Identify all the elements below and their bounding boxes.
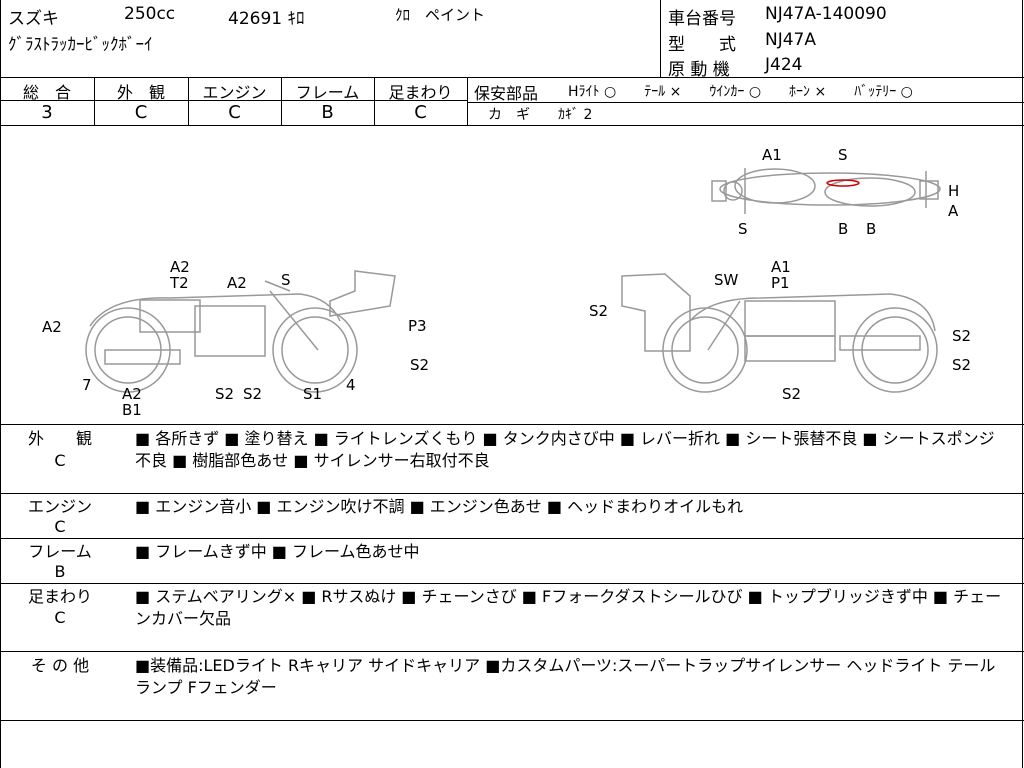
safety-label: 保安部品 — [474, 84, 539, 103]
left-label-s1: S1 — [303, 385, 322, 403]
left-label-s2-3: S2 — [243, 385, 262, 403]
safety-row-2: カ ギ ｶｷﾞ 2 — [488, 107, 593, 123]
left-label-a2-2: A2 — [227, 274, 247, 292]
grade-head-frame: フレーム — [295, 83, 360, 102]
section-exterior-grade: C — [54, 451, 66, 470]
grade-col-1 — [94, 77, 95, 125]
left-label-a2-4: A2 — [122, 385, 142, 403]
grade-head-overall: 総 合 — [22, 83, 71, 102]
section-exterior-text: ■ 各所きず ■ 塗り替え ■ ライトレンズくもり ■ タンク内さび中 ■ レバ… — [135, 429, 995, 470]
divider-safety — [468, 102, 1024, 103]
grade-head-suspension: 足まわり — [388, 83, 453, 102]
bike-top-view — [711, 168, 941, 214]
divider-diagram — [0, 424, 1024, 425]
displacement: 250cc — [124, 4, 176, 24]
left-label-4: 4 — [346, 376, 356, 394]
right-label-p1: P1 — [771, 274, 790, 292]
divider-sec3 — [0, 583, 1024, 584]
section-other-text: ■装備品:LEDライト Rキャリア サイドキャリア ■カスタムパーツ:スーパート… — [135, 656, 996, 697]
divider-sec5 — [0, 720, 1024, 721]
right-label-s2-3: S2 — [952, 356, 971, 374]
grade-suspension: C — [414, 102, 427, 123]
section-engine-text: ■ エンジン音小 ■ エンジン吹け不調 ■ エンジン色あせ ■ ヘッドまわりオイ… — [135, 497, 744, 516]
grade-engine: C — [228, 102, 241, 123]
left-label-s2-2: S2 — [215, 385, 234, 403]
left-label-p3: P3 — [408, 317, 427, 335]
right-label-sw: SW — [714, 271, 739, 289]
left-label-a2-3: A2 — [42, 318, 62, 336]
top-label-h: H — [948, 182, 959, 200]
bike-left-view — [85, 270, 396, 393]
type-label: 型 式 — [668, 35, 736, 55]
model-name: ｸﾞﾗｽﾄﾗｯｶｰﾋﾞｯｸﾎﾞｰｲ — [8, 35, 153, 55]
frame-no-label: 車台番号 — [668, 9, 736, 29]
section-frame-grade: B — [54, 562, 66, 581]
grade-head-exterior: 外 観 — [116, 83, 165, 102]
section-suspension-text: ■ ステムベアリング× ■ Rサスぬけ ■ チェーンさび ■ Fフォークダストシ… — [135, 587, 1002, 628]
damage-mark-red — [826, 179, 860, 187]
section-engine-grade: C — [54, 517, 66, 536]
top-label-s-2: S — [738, 220, 748, 238]
section-exterior-label: 外 観 — [27, 429, 92, 448]
left-label-7: 7 — [82, 376, 92, 394]
damage-diagram: A1 S H A S B B A2 T2 A2 S A2 P3 S2 7 A2 … — [42, 146, 971, 419]
right-label-s2-4: S2 — [782, 385, 801, 403]
frame-left — [0, 0, 1, 768]
divider-sec4 — [0, 651, 1024, 652]
left-label-a2: A2 — [170, 258, 190, 276]
mileage: 42691 ｷﾛ — [228, 9, 305, 29]
top-label-a: A — [948, 202, 959, 220]
divider-sec2 — [0, 538, 1024, 539]
section-frame-text: ■ フレームきず中 ■ フレーム色あせ中 — [135, 542, 420, 561]
top-label-b-2: B — [866, 220, 876, 238]
divider-header-vert — [660, 0, 661, 77]
section-engine-label: エンジン — [27, 497, 92, 516]
divider-grades — [0, 125, 1024, 126]
engine-value: J424 — [765, 55, 803, 75]
frame-right — [1022, 0, 1023, 768]
maker: スズキ — [8, 9, 59, 29]
left-label-b1: B1 — [122, 401, 142, 419]
right-label-s2-2: S2 — [952, 327, 971, 345]
top-label-b: B — [838, 220, 848, 238]
type-value: NJ47A — [765, 30, 816, 50]
section-suspension-label: 足まわり — [27, 587, 92, 606]
divider-grade-head — [0, 100, 468, 101]
grade-overall: 3 — [41, 102, 53, 123]
left-label-t2: T2 — [169, 274, 189, 292]
left-label-s2: S2 — [410, 356, 429, 374]
frame-no: NJ47A-140090 — [765, 4, 887, 24]
left-label-s: S — [281, 271, 291, 289]
section-other-label: そ の 他 — [30, 656, 90, 675]
divider-sec1 — [0, 493, 1024, 494]
grade-head-engine: エンジン — [202, 83, 267, 102]
right-label-a1: A1 — [771, 258, 791, 276]
grade-exterior: C — [134, 102, 148, 123]
grade-col-5 — [467, 77, 468, 125]
grade-col-4 — [374, 77, 375, 125]
section-suspension-grade: C — [54, 608, 66, 627]
top-label-a1: A1 — [762, 146, 782, 164]
grade-frame: B — [321, 102, 334, 123]
engine-label: 原 動 機 — [668, 60, 730, 80]
grade-col-2 — [188, 77, 189, 125]
safety-row-1: Hﾗｲﾄ ○ ﾃｰﾙ × ｳｲﾝｶｰ ○ ﾎｰﾝ × ﾊﾞｯﾃﾘｰ ○ — [568, 84, 913, 100]
color: ｸﾛ ペイント — [395, 6, 486, 24]
divider-header — [0, 77, 1024, 78]
section-frame-label: フレーム — [28, 542, 92, 561]
right-label-s2: S2 — [589, 302, 608, 320]
grade-col-3 — [281, 77, 282, 125]
top-label-s: S — [838, 146, 848, 164]
bike-right-view — [621, 273, 938, 393]
